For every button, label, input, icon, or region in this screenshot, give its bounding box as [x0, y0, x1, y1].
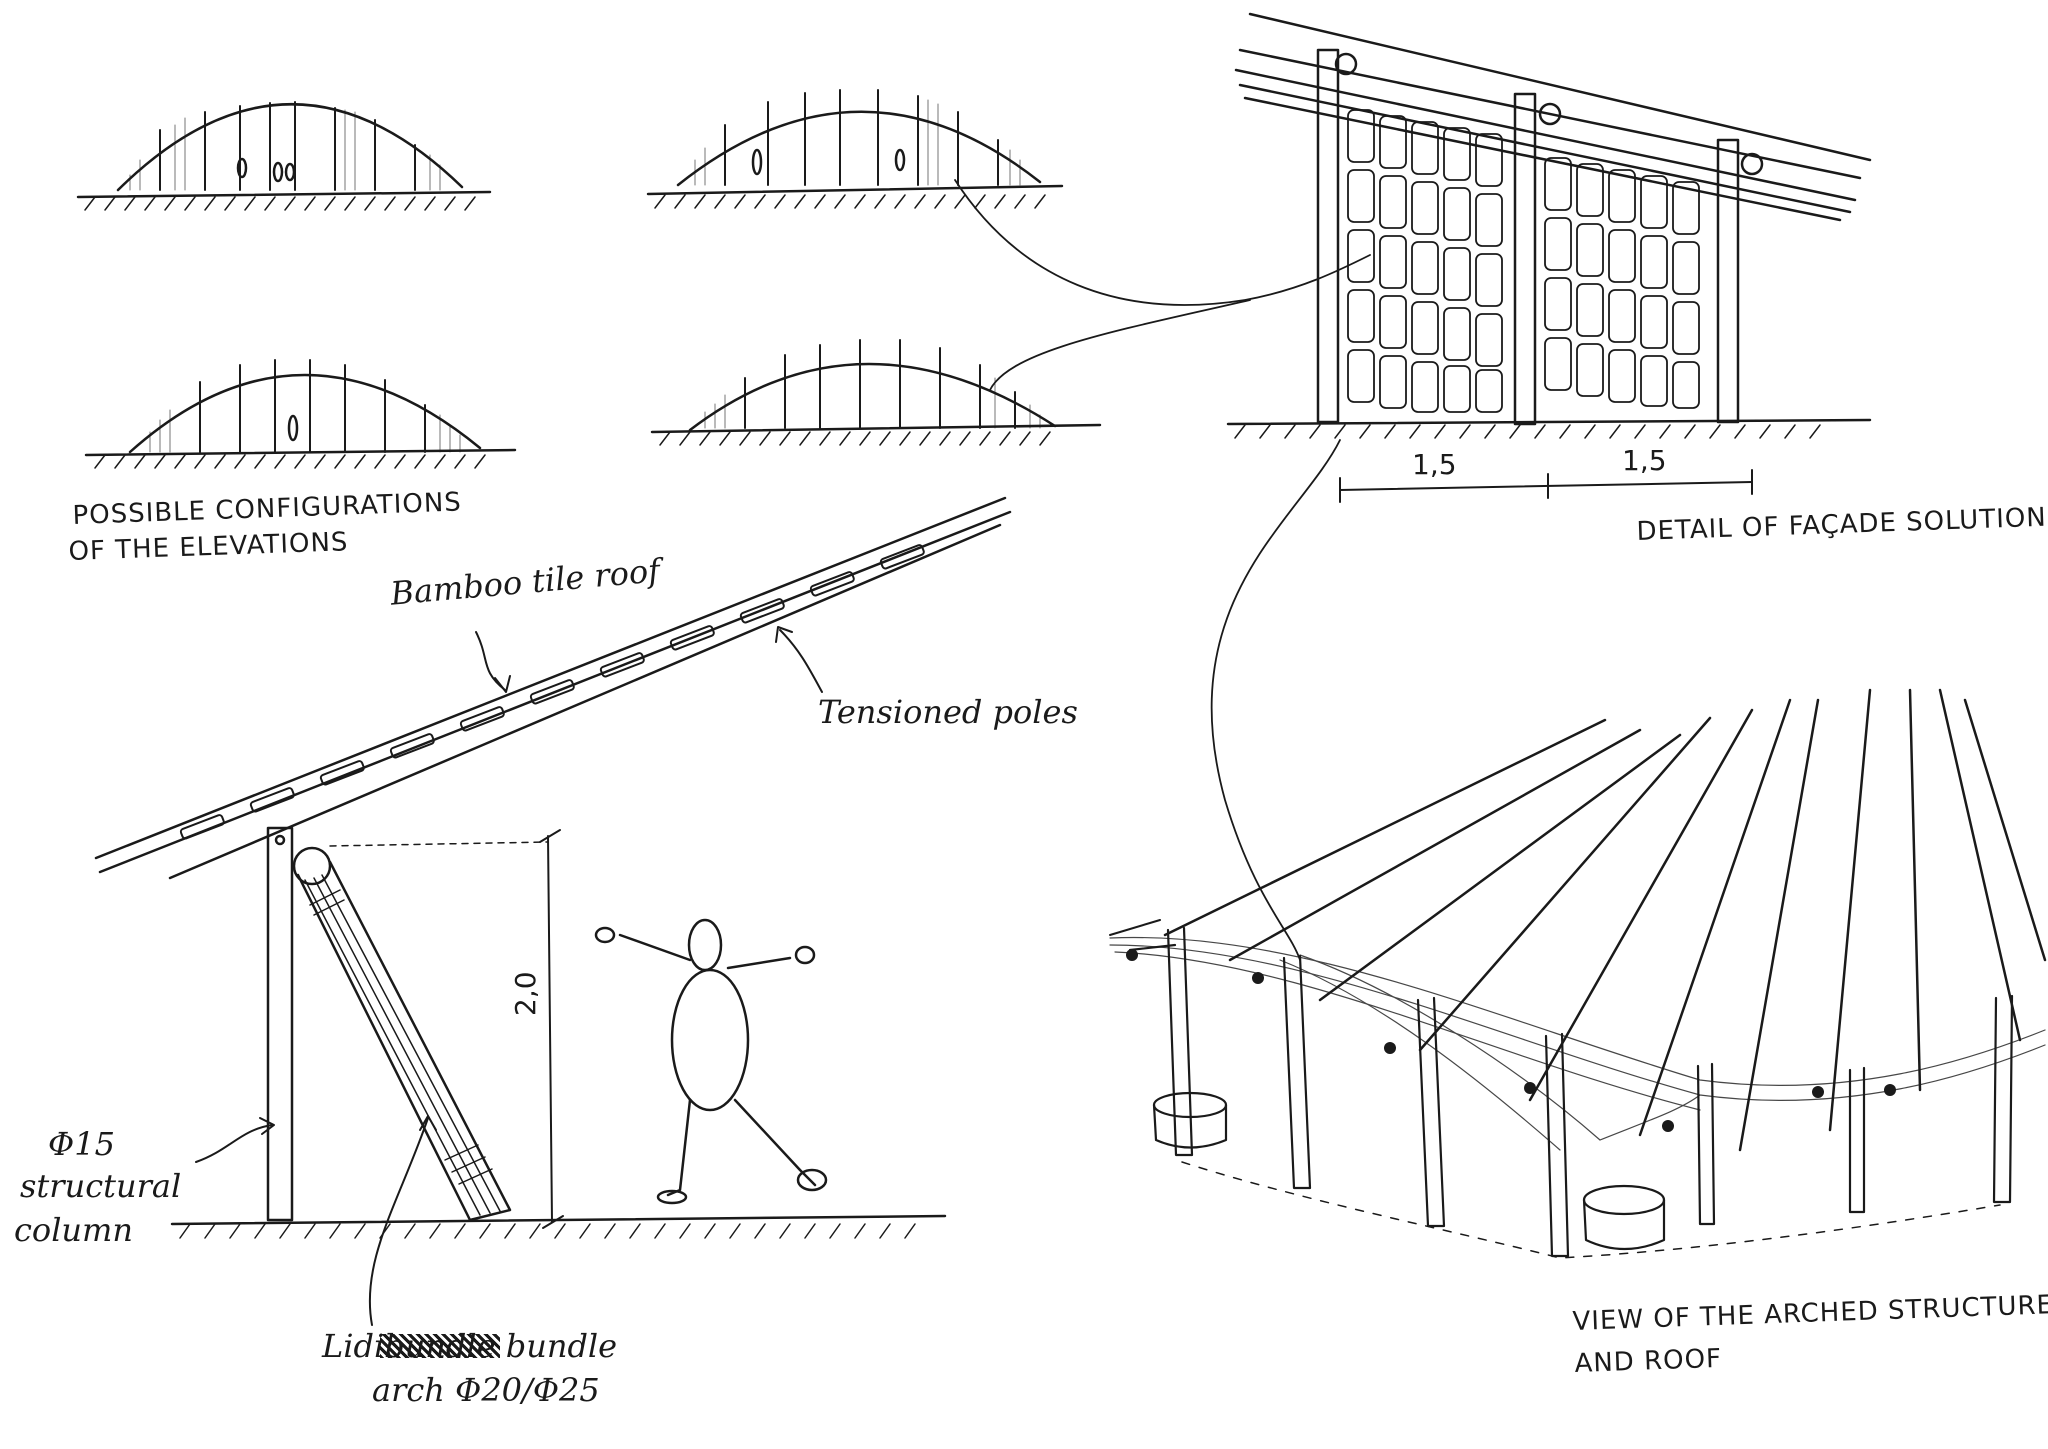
column-label-line1: Φ15 [48, 1125, 115, 1163]
elevation-sketch-3 [84, 359, 517, 469]
arched-structure-sketch [1109, 688, 2047, 1259]
elevation-sketch-2 [646, 89, 1064, 209]
facade-dimension-2: 1,5 [1622, 444, 1667, 477]
arch-label-line1: Lidibundle bundle [322, 1326, 617, 1366]
column-label-line2: structural [20, 1167, 182, 1205]
section-sketch [94, 496, 1012, 1326]
elevation-sketch-4 [650, 339, 1102, 446]
poles-label: Tensioned poles [818, 693, 1078, 731]
arch-label-word: Lidi [322, 1327, 385, 1365]
elevation-sketch-1 [76, 101, 492, 211]
column-label-line3: column [14, 1211, 133, 1249]
facade-detail-sketch [1226, 12, 1872, 503]
facade-dimension-1: 1,5 [1412, 448, 1457, 481]
arch-label-line2: arch Φ20/Φ25 [372, 1371, 600, 1409]
arch-label-bundle: bundle [505, 1327, 618, 1365]
leader-lines [954, 179, 1371, 961]
height-dimension: 2,0 [509, 971, 542, 1016]
view-caption-line2: AND ROOF [1574, 1343, 1723, 1379]
arch-label-struck-word: bundle [380, 1327, 500, 1365]
